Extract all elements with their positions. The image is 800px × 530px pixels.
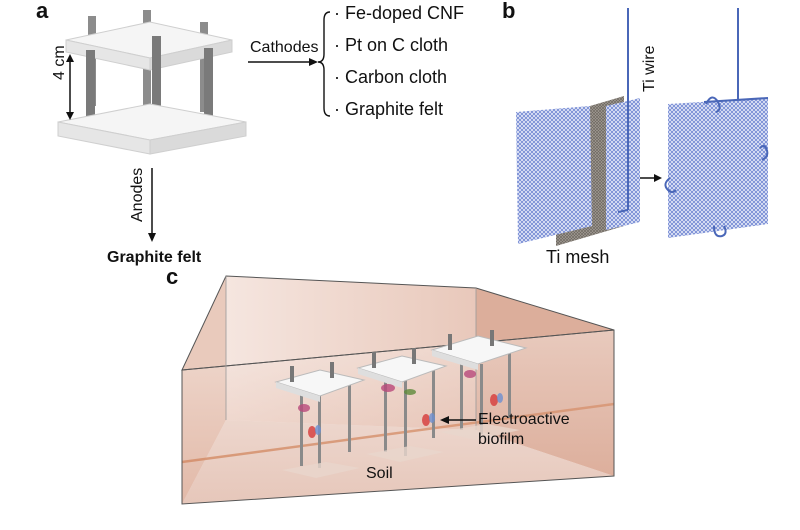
cathode-item-graphite-felt: · Graphite felt — [334, 99, 444, 119]
cathode-item-carbon-cloth: · Carbon cloth — [334, 67, 448, 87]
reactor-unit — [356, 348, 448, 462]
panel-label-a: a — [36, 0, 49, 23]
biofilm-blob — [298, 404, 310, 412]
soil-reactor-box — [181, 275, 615, 505]
ti-mesh-left-front — [516, 106, 592, 244]
cathodes-label: Cathodes — [250, 39, 319, 56]
reactor-diagram — [57, 10, 331, 242]
ti-wire-label: Ti wire — [641, 45, 658, 92]
biofilm-blob — [381, 384, 395, 392]
ti-mesh-right — [668, 98, 768, 238]
cathode-brace — [317, 11, 331, 117]
rod — [152, 36, 161, 140]
microbe — [422, 414, 430, 426]
microbe — [308, 426, 316, 438]
panel-label-c: c — [166, 264, 179, 289]
wire-stitch — [713, 225, 727, 238]
cathode-item-fe-doped-cnf: · Fe-doped CNF — [334, 3, 465, 23]
wire-stitch — [759, 145, 769, 161]
microbe — [490, 394, 498, 406]
reactor-unit — [274, 362, 366, 478]
wire-stitch — [664, 177, 677, 193]
panel-label-b: b — [502, 0, 516, 23]
electroactive-label: Electroactive — [478, 411, 570, 428]
cathode-item-pt-on-c-cloth: · Pt on C cloth — [334, 35, 449, 55]
soil-label: Soil — [366, 465, 393, 482]
ti-mesh-left-back — [606, 98, 640, 230]
ti-mesh-label: Ti mesh — [546, 247, 610, 267]
biofilm-label: biofilm — [478, 431, 525, 448]
anode-material-label: Graphite felt — [107, 249, 202, 266]
anodes-label: Anodes — [129, 167, 146, 222]
dimension-label: 4 cm — [51, 45, 68, 80]
reactor-unit — [430, 330, 528, 440]
electrode-assembly-diagram — [516, 8, 769, 246]
biofilm-blob — [464, 370, 476, 378]
wire-stitch — [705, 96, 721, 113]
rod — [204, 48, 213, 130]
rod — [86, 50, 95, 128]
